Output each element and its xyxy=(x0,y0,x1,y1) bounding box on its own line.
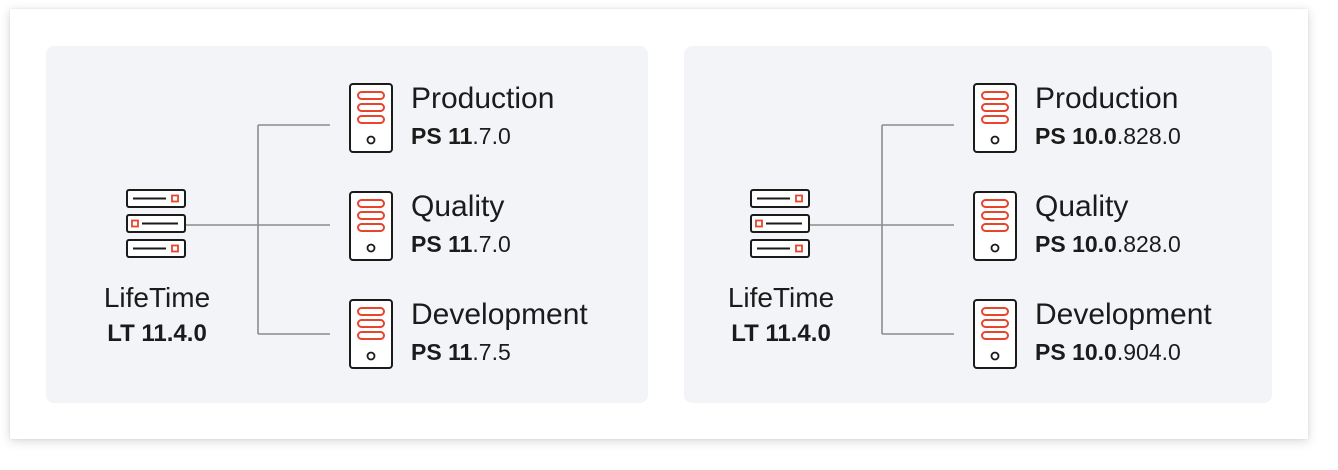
tower-server-icon xyxy=(349,83,393,153)
rack-server-icon xyxy=(750,189,810,258)
env-version-production: PS 10.0.828.0 xyxy=(1035,123,1181,149)
env-version-production: PS 11.7.0 xyxy=(411,123,511,149)
env-version-quality: PS 10.0.828.0 xyxy=(1035,231,1181,257)
tower-server-icon xyxy=(973,83,1017,153)
tower-server-icon xyxy=(973,299,1017,369)
env-version-development: PS 10.0.904.0 xyxy=(1035,339,1181,365)
env-name-quality: Quality xyxy=(411,190,505,223)
env-name-production: Production xyxy=(1035,82,1179,115)
env-version-development: PS 11.7.5 xyxy=(411,339,511,365)
env-version-quality: PS 11.7.0 xyxy=(411,231,511,257)
lifetime-version: LT 11.4.0 xyxy=(731,320,831,347)
env-name-development: Development xyxy=(1035,298,1212,331)
tower-server-icon xyxy=(349,299,393,369)
env-name-development: Development xyxy=(411,298,588,331)
tower-server-icon xyxy=(973,191,1017,261)
tower-server-icon xyxy=(349,191,393,261)
rack-server-icon xyxy=(126,189,186,258)
lifetime-label: LifeTime xyxy=(727,282,835,313)
env-name-quality: Quality xyxy=(1035,190,1129,223)
lifetime-label: LifeTime xyxy=(103,282,211,313)
lifetime-version: LT 11.4.0 xyxy=(107,320,207,347)
env-name-production: Production xyxy=(411,82,555,115)
